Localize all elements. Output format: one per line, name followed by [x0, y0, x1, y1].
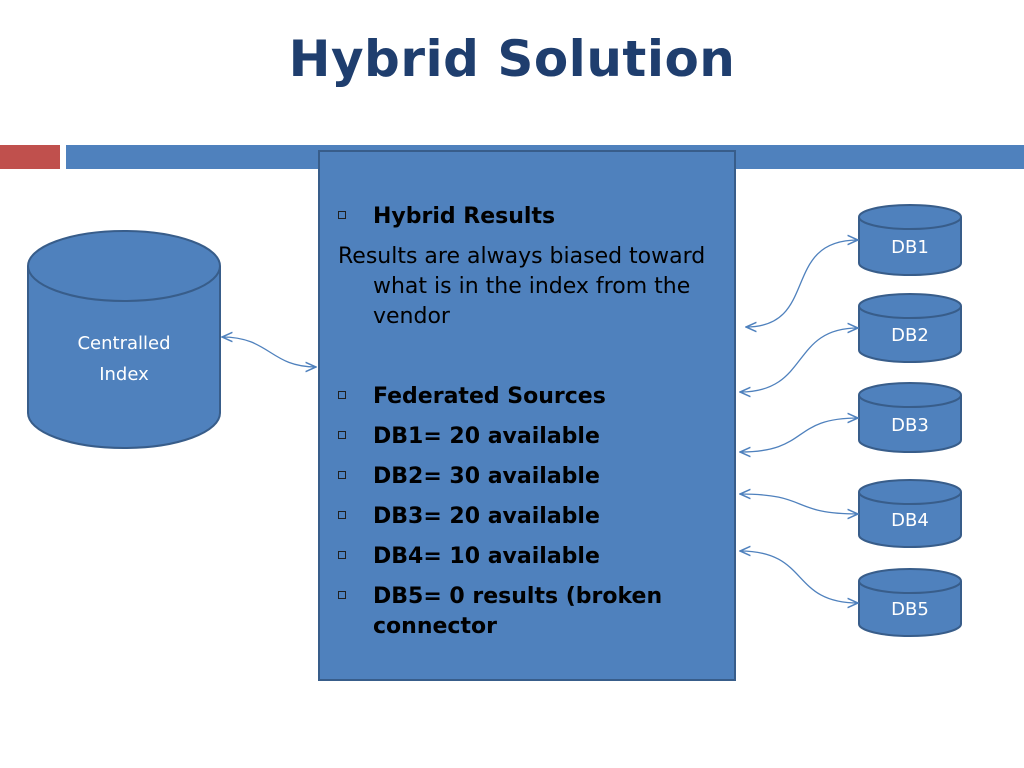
db5-label: DB5	[891, 599, 929, 620]
db2-count-text: DB2= 30 available	[373, 464, 600, 489]
square-bullet-icon	[338, 591, 346, 599]
results-panel	[318, 150, 736, 681]
db5-count-text: DB5= 0 results (broken connector	[373, 584, 663, 639]
db2-connector-arrow	[740, 328, 858, 392]
central-index-label-line2: Index	[99, 364, 149, 385]
hybrid-results-bullet: Hybrid Results	[338, 202, 723, 232]
hybrid-results-heading: Hybrid Results	[373, 204, 556, 229]
square-bullet-icon	[338, 431, 346, 439]
db3-cylinder	[858, 382, 962, 453]
square-bullet-icon	[338, 211, 346, 219]
slide-title: Hybrid Solution	[288, 30, 736, 88]
db3-count-text: DB3= 20 available	[373, 504, 600, 529]
accent-bar-red	[0, 145, 60, 169]
db5-connector-arrow	[740, 551, 858, 603]
db4-cylinder	[858, 479, 962, 548]
central-index-label: Centralled Index	[28, 328, 220, 390]
db1-connector-arrow	[746, 240, 858, 327]
central-index-label-line1: Centralled	[77, 333, 171, 354]
db5-count-item: DB5= 0 results (broken connector	[338, 582, 723, 642]
db2-cylinder	[858, 293, 962, 363]
federated-sources-bullet: Federated Sources	[338, 382, 723, 412]
square-bullet-icon	[338, 391, 346, 399]
db1-count-item: DB1= 20 available	[338, 422, 723, 452]
db4-connector-arrow	[740, 494, 858, 514]
db3-label: DB3	[891, 415, 929, 436]
db3-connector-arrow	[740, 418, 858, 452]
central-index-cylinder	[27, 230, 221, 449]
db1-count-text: DB1= 20 available	[373, 424, 600, 449]
square-bullet-icon	[338, 511, 346, 519]
db4-label: DB4	[891, 510, 929, 531]
db2-label: DB2	[891, 325, 929, 346]
db5-cylinder	[858, 568, 962, 637]
square-bullet-icon	[338, 551, 346, 559]
federated-sources-heading: Federated Sources	[373, 384, 606, 409]
db1-cylinder	[858, 204, 962, 276]
db3-count-item: DB3= 20 available	[338, 502, 723, 532]
db2-count-item: DB2= 30 available	[338, 462, 723, 492]
square-bullet-icon	[338, 471, 346, 479]
db1-label: DB1	[891, 237, 929, 258]
index-connector-arrow	[222, 337, 316, 367]
db4-count-item: DB4= 10 available	[338, 542, 723, 572]
db4-count-text: DB4= 10 available	[373, 544, 600, 569]
hybrid-results-text: Results are always biased toward what is…	[338, 244, 706, 329]
results-content: Hybrid Results Results are always biased…	[338, 202, 723, 652]
